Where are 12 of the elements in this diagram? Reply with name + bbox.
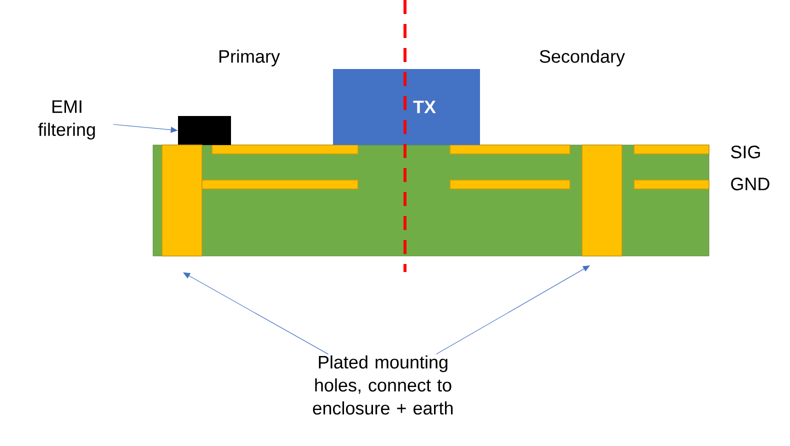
filter-component [178, 116, 231, 145]
callout-text: EMI filtering [38, 100, 95, 140]
callout-text: Plated mounting holes, connect to enclosure + earth [312, 355, 453, 415]
plated-hole [162, 144, 202, 256]
arrow [436, 265, 590, 354]
layer-label: Primary [219, 50, 280, 66]
arrow [183, 272, 329, 354]
layer-label: GND [731, 178, 770, 190]
transformer-box: TX [333, 69, 480, 145]
layer-label: Secondary [540, 50, 625, 66]
layer-label: SIG [731, 146, 760, 158]
plated-hole [582, 144, 622, 256]
